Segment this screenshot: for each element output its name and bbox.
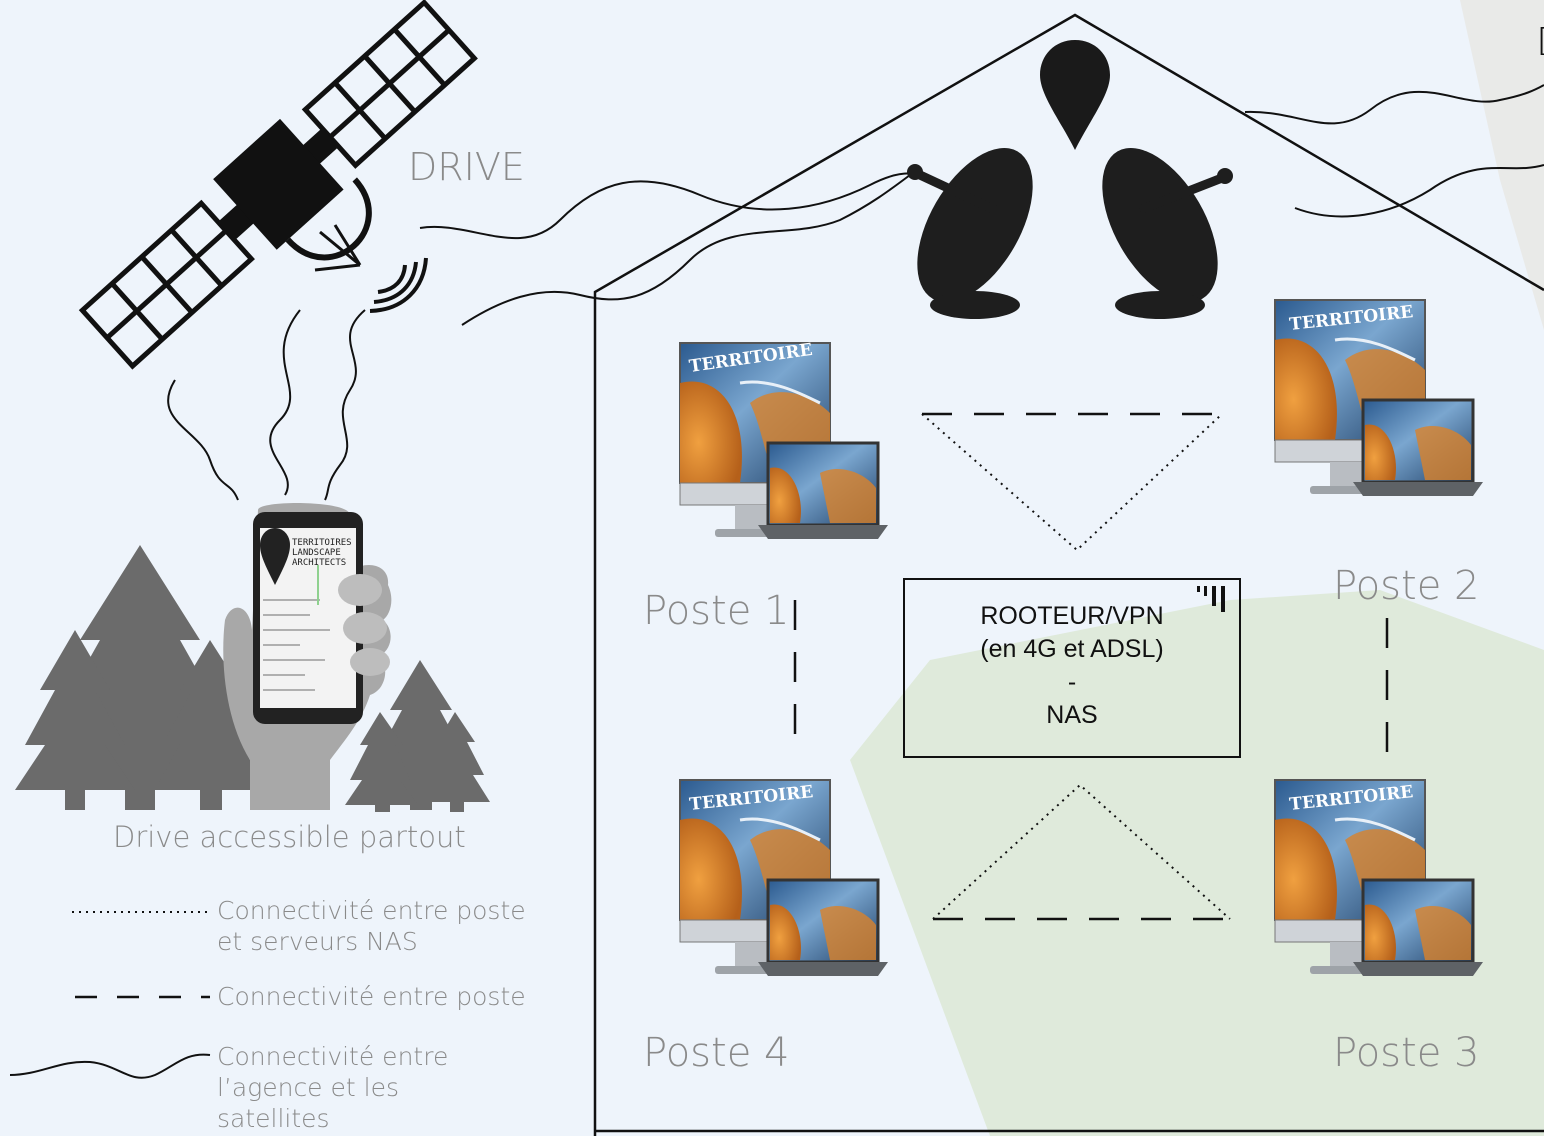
phone-text-line-3: ARCHITECTS: [292, 558, 346, 568]
satellite-dish-icon: [907, 148, 1033, 319]
map-pin-icon: [1040, 40, 1110, 150]
phone-in-hand-icon: [223, 503, 392, 810]
pine-tree-icon: [345, 712, 418, 812]
drive-caption: Drive accessible partout: [113, 820, 466, 854]
router-line-1: ROOTEUR/VPN: [980, 602, 1164, 630]
poste-2-label: Poste 2: [1333, 563, 1480, 609]
green-zone: [850, 590, 1544, 1136]
pine-tree-icon: [425, 712, 490, 812]
satellite-dish-icon: [1102, 148, 1233, 319]
phone-text-line-2: LANDSCAPE: [292, 548, 341, 558]
router-nas-box: ROOTEUR/VPN (en 4G et ADSL) - NAS: [903, 578, 1241, 758]
pine-tree-icon: [15, 630, 135, 810]
poste-1-label: Poste 1: [643, 588, 790, 634]
top-right-cut-text: D: [1536, 20, 1544, 64]
legend-dashed-text: Connectivité entre poste: [217, 982, 526, 1011]
poste-3-label: Poste 3: [1333, 1030, 1480, 1076]
legend-wavy-text: Connectivité entre l’agence et les satel…: [217, 1042, 449, 1133]
satellite-label: DRIVE: [408, 145, 525, 189]
signal-icon: [1197, 586, 1225, 612]
legend-dotted-text: Connectivité entre poste et serveurs NAS: [217, 896, 526, 956]
house-outline: [593, 13, 1544, 1136]
legend-wavy-symbol: [9, 1053, 211, 1079]
pine-tree-icon: [155, 640, 265, 810]
phone-text-line-1: TERRITOIRES: [292, 538, 352, 548]
poste-4-label: Poste 4: [643, 1030, 790, 1076]
satellite-icon: [78, 0, 478, 370]
dashed-connections: [793, 412, 1389, 921]
router-line-4: NAS: [1046, 701, 1098, 729]
download-arrow-icon: [314, 224, 362, 272]
signal-waves-icon: [369, 257, 428, 313]
wavy-connections: [167, 84, 1544, 501]
bg-shape-top-right: [1460, 0, 1544, 330]
router-line-3: -: [1067, 668, 1077, 696]
router-line-2: (en 4G et ADSL): [980, 635, 1164, 663]
